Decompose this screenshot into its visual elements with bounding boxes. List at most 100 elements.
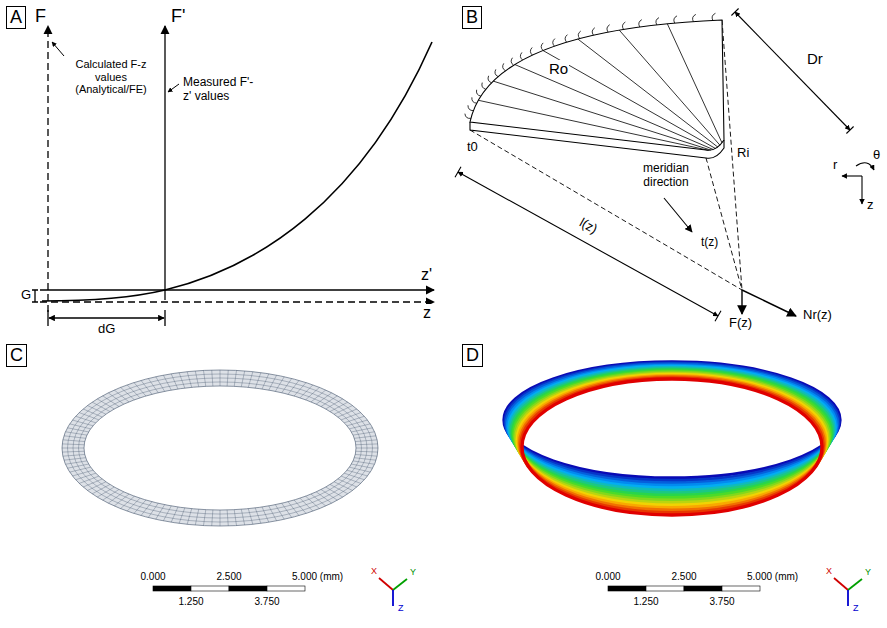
mesh-line [338, 409, 357, 417]
calculated-force-axis [47, 26, 48, 312]
mesh-line [64, 458, 86, 461]
mesh-line [341, 476, 361, 483]
axis-arrow [379, 578, 393, 590]
mesh-line [311, 390, 326, 402]
mesh-line [83, 479, 102, 487]
mesh-line [127, 385, 140, 398]
mesh-line [127, 498, 140, 511]
mesh-line [351, 464, 372, 468]
mesh-line [212, 370, 213, 386]
scale-label: 5.000 (mm) [746, 571, 799, 583]
meridian-line [578, 39, 718, 147]
mesh-line [97, 399, 114, 409]
mesh-line [156, 505, 165, 520]
scale-label: 0.000 [594, 571, 621, 583]
mesh-line [171, 507, 178, 522]
clamp-hatching [520, 52, 522, 60]
panel-letter: D [466, 345, 479, 366]
panel-letter: B [466, 7, 478, 28]
mesh-line [326, 399, 343, 409]
clamp-hatching [511, 58, 514, 66]
radial-force-arrow [742, 290, 796, 316]
scale-label: 3.750 [708, 596, 735, 608]
panel-letter: C [10, 345, 23, 366]
mesh-line [321, 489, 337, 500]
annotation: Calculated F-z values (Analytical/FE) [58, 58, 164, 96]
axis-label: r [832, 158, 838, 173]
axis-label: z' [420, 266, 433, 284]
scale-label: 5.000 (mm) [291, 571, 344, 583]
scale-segment [722, 586, 760, 591]
mesh-line [212, 510, 213, 526]
mesh-line [62, 448, 84, 449]
plate-sector [465, 13, 724, 158]
mesh-line [248, 372, 253, 388]
dimension-label: l(z) [576, 215, 601, 238]
dimension-label: t(z) [700, 236, 719, 250]
mesh-line [294, 383, 306, 396]
clamp-hatching [465, 114, 471, 119]
mesh-line [62, 451, 84, 453]
mesh-line [330, 484, 348, 493]
mesh-line [103, 489, 119, 500]
mesh-line [262, 374, 269, 389]
mesh-line [355, 454, 377, 456]
coordinate-axis [842, 175, 862, 176]
mesh-line [108, 393, 124, 404]
mesh-line [255, 373, 261, 388]
mesh-line [347, 420, 368, 426]
mesh-line [203, 370, 205, 386]
axis-triad [379, 578, 407, 606]
diameter-dimension [735, 12, 850, 130]
clamp-hatching [472, 97, 477, 103]
dimension-label: Dr [806, 50, 824, 67]
mesh-line [78, 382, 361, 514]
mesh-line [227, 370, 228, 386]
mesh-line [63, 440, 85, 442]
mesh-line [351, 428, 372, 432]
axis-label: F [34, 6, 47, 27]
mesh-line [73, 378, 367, 518]
meridian-arrow [664, 198, 692, 232]
mesh-line [134, 500, 146, 513]
mesh-line [67, 464, 88, 468]
axis-arrow [848, 579, 862, 590]
scale-segment [229, 586, 267, 591]
axis-label: z [866, 198, 875, 213]
force-arrow [741, 290, 742, 314]
dimension-label: G [20, 288, 32, 303]
mesh-line [121, 387, 135, 399]
mesh-line [64, 436, 86, 439]
force-label: F(z) [728, 316, 753, 331]
scale-label: 2.500 [215, 571, 242, 583]
mesh-line [355, 440, 377, 442]
axis-label: z [422, 304, 432, 322]
mesh-line [234, 510, 236, 526]
mesh-line [248, 509, 253, 525]
mesh-line [354, 436, 376, 439]
scale-segment [153, 586, 191, 591]
coordinate-angle [856, 163, 874, 170]
panel-label-box: A [6, 6, 26, 29]
dimension-label: t0 [466, 140, 479, 155]
mesh-line [92, 402, 110, 411]
panel-label-box: C [6, 344, 27, 367]
scale-label: 3.750 [253, 596, 280, 608]
mesh-line [141, 380, 152, 394]
clamp-hatching [553, 39, 555, 47]
offset-bracket [32, 290, 38, 302]
annotation: meridian direction [625, 162, 707, 190]
clamp-hatching [578, 31, 580, 39]
scale-segment [608, 586, 646, 591]
mesh-line [179, 508, 185, 523]
mesh-line [163, 375, 171, 390]
mesh-line [79, 413, 99, 420]
mesh-line [316, 393, 332, 404]
axis-triad-label: Z [852, 603, 860, 613]
axis-arrow [392, 590, 394, 606]
plate-thickness-edge [470, 122, 724, 158]
mesh-line [354, 458, 376, 461]
mesh-line [103, 396, 119, 407]
axis-triad-label: Y [864, 567, 872, 577]
mesh-line [356, 443, 378, 445]
